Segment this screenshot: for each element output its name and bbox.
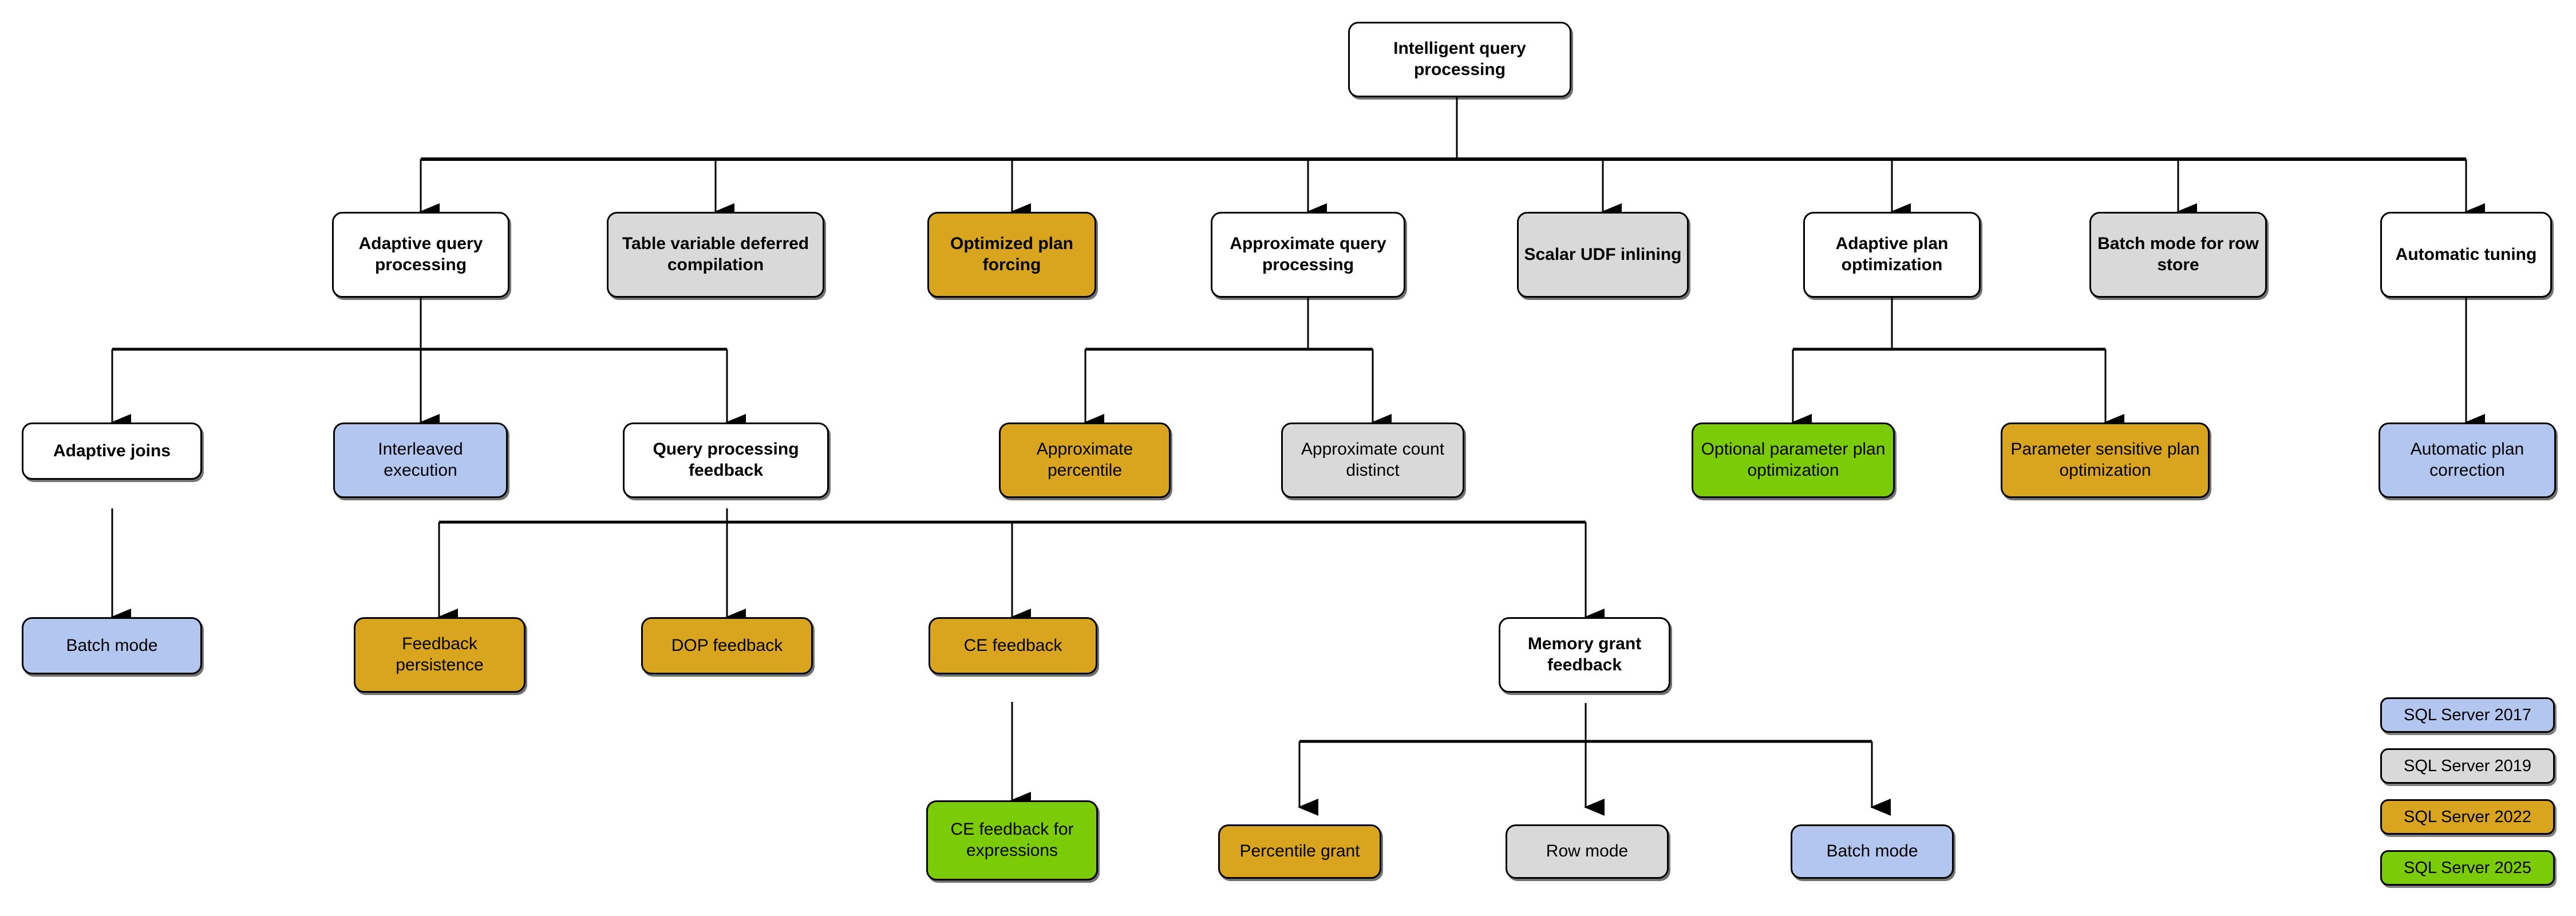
node-adaptive-plan-optimization[interactable]: Adaptive plan optimization [1803, 212, 1981, 298]
node-label: Table variable deferred compilation [622, 234, 809, 274]
legend-label: SQL Server 2022 [2404, 807, 2531, 826]
node-adaptive-joins[interactable]: Adaptive joins [22, 423, 202, 480]
node-label: Memory grant feedback [1527, 634, 1642, 674]
node-table-variable-deferred-compilation[interactable]: Table variable deferred compilation [607, 212, 824, 298]
legend-item-sql-server-2022[interactable]: SQL Server 2022 [2380, 799, 2555, 835]
node-approximate-percentile[interactable]: Approximate percentile [999, 423, 1171, 498]
node-label: Parameter sensitive plan optimization [2010, 440, 2200, 480]
node-approximate-query-processing[interactable]: Approximate query processing [1211, 212, 1405, 298]
node-label: DOP feedback [671, 635, 783, 655]
node-approximate-count-distinct[interactable]: Approximate count distinct [1281, 423, 1464, 498]
node-label: CE feedback for expressions [950, 820, 1074, 860]
node-label: CE feedback [963, 635, 1062, 655]
node-scalar-udf-inlining[interactable]: Scalar UDF inlining [1517, 212, 1689, 298]
node-label: Row mode [1546, 842, 1629, 861]
node-percentile-grant[interactable]: Percentile grant [1218, 824, 1381, 879]
node-batch-mode-adaptive-joins[interactable]: Batch mode [22, 617, 202, 674]
node-memory-grant-feedback[interactable]: Memory grant feedback [1499, 617, 1670, 693]
node-optimized-plan-forcing[interactable]: Optimized plan forcing [927, 212, 1096, 298]
node-label: Scalar UDF inlining [1524, 244, 1682, 264]
node-label: Batch mode for row store [2097, 234, 2259, 274]
node-label: Interleaved execution [378, 440, 463, 480]
node-label: Automatic plan correction [2410, 440, 2524, 480]
node-adaptive-query-processing[interactable]: Adaptive query processing [332, 212, 509, 298]
node-optional-parameter-plan-optimization[interactable]: Optional parameter plan optimization [1692, 423, 1895, 498]
node-label: Adaptive plan optimization [1835, 234, 1949, 274]
node-automatic-plan-correction[interactable]: Automatic plan correction [2379, 423, 2556, 498]
legend-label: SQL Server 2025 [2404, 858, 2531, 877]
node-parameter-sensitive-plan-optimization[interactable]: Parameter sensitive plan optimization [2001, 423, 2210, 498]
node-label: Batch mode [66, 635, 158, 655]
node-label: Batch mode [1826, 842, 1918, 861]
node-automatic-tuning[interactable]: Automatic tuning [2380, 212, 2552, 298]
node-label: Optional parameter plan optimization [1701, 440, 1886, 480]
node-label: Optimized plan forcing [950, 234, 1073, 274]
node-label: Adaptive query processing [358, 234, 483, 274]
legend-item-sql-server-2025[interactable]: SQL Server 2025 [2380, 850, 2555, 886]
node-feedback-persistence[interactable]: Feedback persistence [354, 617, 526, 693]
node-ce-feedback[interactable]: CE feedback [929, 617, 1097, 674]
node-label: Intelligent query processing [1393, 39, 1526, 79]
node-label: Query processing feedback [653, 440, 799, 480]
node-row-mode[interactable]: Row mode [1506, 824, 1669, 879]
legend-item-sql-server-2017[interactable]: SQL Server 2017 [2380, 697, 2555, 733]
node-batch-mode-for-row-store[interactable]: Batch mode for row store [2089, 212, 2267, 298]
node-dop-feedback[interactable]: DOP feedback [641, 617, 813, 674]
node-label: Feedback persistence [396, 634, 484, 674]
node-label: Percentile grant [1239, 842, 1360, 861]
legend-label: SQL Server 2017 [2404, 705, 2531, 724]
node-label: Approximate percentile [1036, 440, 1133, 480]
legend-item-sql-server-2019[interactable]: SQL Server 2019 [2380, 748, 2555, 784]
node-batch-mode-memory-grant[interactable]: Batch mode [1791, 824, 1954, 879]
node-label: Approximate query processing [1230, 234, 1386, 274]
node-query-processing-feedback[interactable]: Query processing feedback [623, 423, 829, 498]
node-label: Approximate count distinct [1301, 440, 1445, 480]
node-ce-feedback-for-expressions[interactable]: CE feedback for expressions [926, 800, 1098, 881]
node-interleaved-execution[interactable]: Interleaved execution [333, 423, 508, 498]
legend-label: SQL Server 2019 [2404, 756, 2531, 775]
node-label: Adaptive joins [53, 441, 171, 460]
node-label: Automatic tuning [2395, 244, 2537, 264]
node-intelligent-query-processing[interactable]: Intelligent query processing [1348, 22, 1571, 97]
